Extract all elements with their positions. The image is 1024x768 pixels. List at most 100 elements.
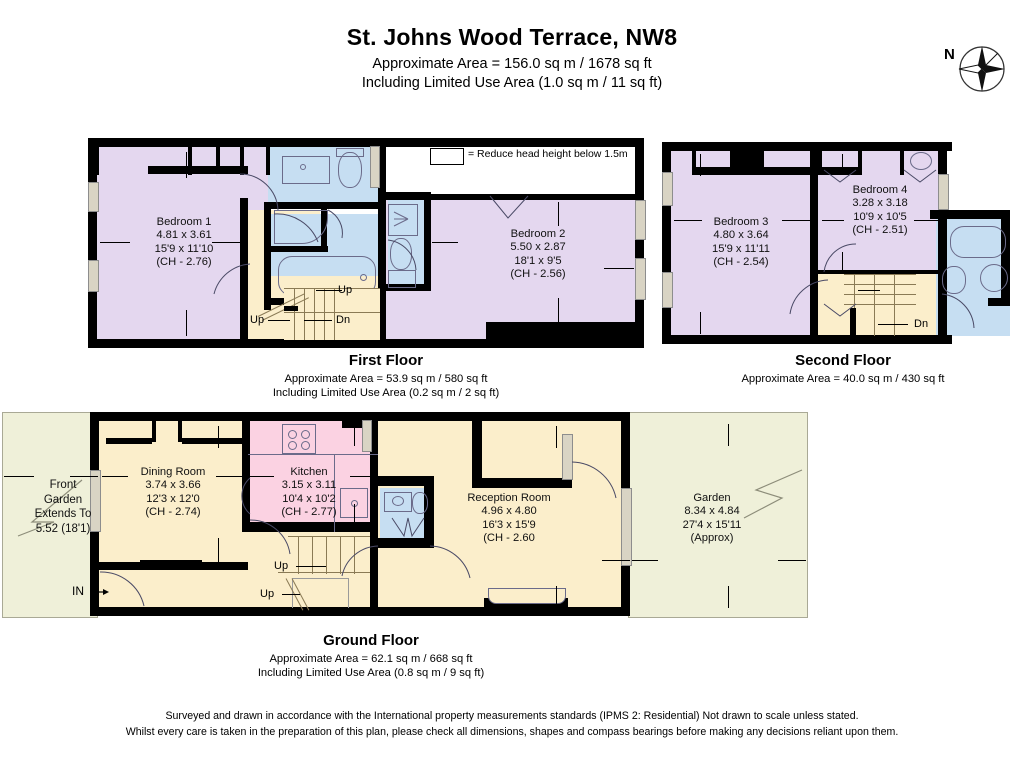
dim-arrow-b4-top [842,154,843,174]
stair-stringer [326,536,327,574]
wall-bath-left [264,202,271,310]
wall-kitchen-reception [370,412,378,616]
wall-reception-alcove [472,478,572,488]
dim-arrow-b1-left [100,242,130,243]
wall-bedroom2-top [384,194,638,200]
wardrobe-divider-3 [192,166,248,174]
door-bedroom2-wardrobe [489,195,529,219]
hob-ring-icon [301,430,310,439]
window-first-right-1 [635,200,646,240]
dim-arrow-b2-right [604,268,634,269]
legend-label: = Reduce head height below 1.5m [468,148,628,160]
kitchen-worktop-line [248,454,378,455]
stair-arrow-up-2 [268,320,290,321]
stair-landing-line [284,312,380,313]
wardrobe-divider-4 [216,147,220,167]
dim-arrow-b2-bottom [558,298,559,322]
front-garden-line-1: Front [49,479,77,491]
stair-arrow-up-1 [316,290,342,291]
first-floor-caption: First Floor Approximate Area = 53.9 sq m… [255,352,517,400]
door-garden [571,461,617,499]
window-first-left-2 [88,260,99,292]
wall-dining-kitchen [242,412,250,532]
door-bedroom1 [239,173,279,211]
floor-name: First Floor [348,352,424,369]
rear-garden-break-icon [743,469,803,519]
room-name: Bedroom 2 [510,228,566,240]
wall-first-left [88,138,97,348]
dim-arrow-kitchen-top [354,426,355,446]
dim-arrow-garden-left [632,560,658,561]
dim-arrow-dining-left [102,476,128,477]
room-dim-metric: 3.28 x 3.18 [852,197,908,210]
stair-tread [844,284,916,285]
ground-hall-floor [248,532,378,608]
stair-stringer [340,536,341,574]
room-name: Reception Room [467,492,551,504]
dim-arrow-dining-right [216,476,242,477]
wardrobe-door-b4-2 [903,169,937,183]
kitchen-unit-line [334,454,335,532]
room-dim-imperial: 15'9 x 11'10 [154,242,214,255]
door-kitchen-hall [249,519,291,555]
door-reception [429,545,471,579]
stair-tread [314,288,315,340]
door-landing [213,263,251,295]
stair-newel [284,306,298,311]
wardrobe-door-b4 [823,169,857,183]
sink-drain-icon [300,164,306,170]
wall-second-left [662,142,671,344]
dim-arrow-dining-top [218,426,219,448]
wc-door-icon [391,517,425,538]
room-dim-metric: 5.50 x 2.87 [510,241,566,254]
dim-arrow-b1-right [212,242,242,243]
dim-arrow-kitchen-left [250,476,274,477]
dim-arrow-dining-bottom [218,538,219,562]
hob-ring-icon [301,441,310,450]
stair-arrow-dn [304,320,332,321]
room-dim-metric: 3.15 x 3.11 [281,479,337,492]
ground-floor-caption: Ground Floor Approximate Area = 62.1 sq … [240,632,502,680]
room-label-bedroom-2: Bedroom 2 5.50 x 2.87 18'1 x 9'5 (CH - 2… [478,228,598,282]
dim-arrow-b3-right [782,220,810,221]
dim-arrow-garden-right [778,560,806,561]
stair-stringer [298,536,299,574]
dim-arrow-b1-top [186,152,187,178]
window-second-right [938,174,949,210]
front-garden-line-2: Garden [43,493,83,506]
floor-limited-use-area: Including Limited Use Area (0.8 sq m / 9… [257,667,485,679]
window-ground-left [90,470,101,532]
dim-arrow-reception-right [602,560,630,561]
dim-arrow-b4-bottom [842,252,843,272]
room-ceiling-height: (CH - 2.76) [156,256,212,269]
dim-arrow-b4-right [914,220,938,221]
dim-arrow-garden-bottom [728,586,729,608]
wc-basin-bowl-icon [392,496,404,506]
stair-arrow-up-1 [296,566,326,567]
stair-stringer [894,274,895,336]
dim-arrow-b2-top [558,202,559,226]
window-ground-right [621,488,632,566]
door-bedroom3 [789,279,829,315]
room-name: Garden [693,492,731,504]
dining-recess-2 [152,420,156,442]
wall-first-right [635,138,644,348]
dim-arrow-reception-bottom [556,586,557,608]
wall-reception-corner [562,478,572,488]
page-title: St. Johns Wood Terrace, NW8 [346,24,678,50]
stair-tread [304,288,305,340]
wardrobe-divider-1 [692,151,696,175]
room-ceiling-height: (CH - 2.51) [852,224,908,237]
room-dim-imperial: 18'1 x 9'5 [514,254,562,267]
staircase-first [284,288,380,340]
toilet-icon [942,266,966,294]
front-garden-area [2,412,98,618]
door-entrance [99,571,145,607]
room-name: Dining Room [140,466,206,478]
door-hall-reception [341,545,379,577]
room-dim-imperial: 12'3 x 12'0 [146,492,200,505]
compass-icon [958,46,1005,92]
door-dining-kitchen [241,477,251,515]
dim-arrow-garden-top [728,424,729,446]
room-ceiling-height: (CH - 2.54) [713,256,769,269]
